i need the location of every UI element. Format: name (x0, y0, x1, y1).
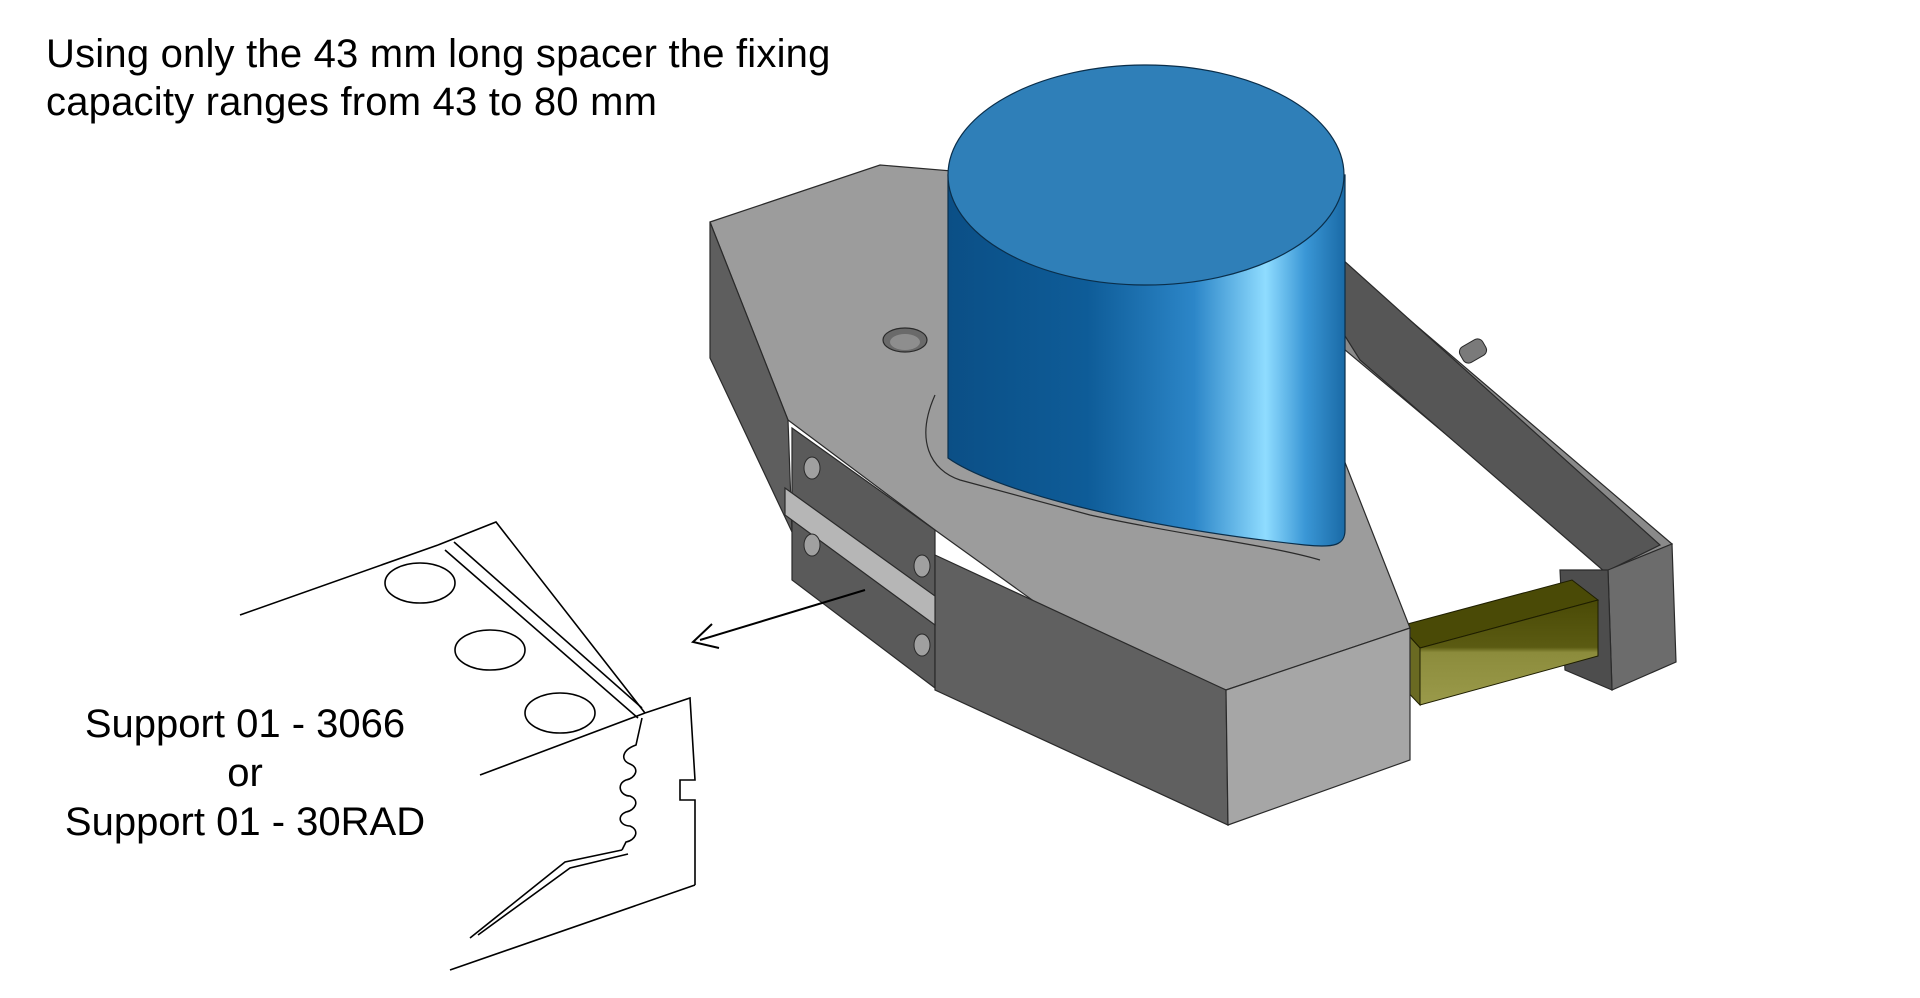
support-front-right (644, 696, 696, 885)
caption: Using only the 43 mm long spacer the fix… (46, 30, 831, 126)
support-rail-lip (444, 549, 639, 719)
spacer-bar (1399, 579, 1600, 707)
caption-line-2: capacity ranges from 43 to 80 mm (46, 80, 658, 124)
support-label-line-1: Support 01 - 3066 (84, 702, 406, 746)
support-hole-1 (384, 562, 456, 604)
support-label-line-2: or (227, 751, 263, 795)
support-serrations (619, 717, 643, 851)
support-groove (453, 541, 643, 709)
v-cradle (925, 394, 1321, 561)
top-hole-inner (890, 334, 920, 350)
support-hole-2 (454, 629, 526, 671)
spacer-bar-front (1419, 599, 1599, 706)
support-label-line-3: Support 01 - 30RAD (64, 800, 426, 844)
rear-arm-inner-face (1329, 248, 1662, 573)
arrow-head (690, 623, 720, 649)
rear-bolt (1458, 338, 1488, 364)
support-drawing (239, 521, 696, 971)
arrow-shaft (699, 589, 866, 641)
support-jaw (469, 849, 629, 939)
plate-hole-3 (913, 554, 931, 578)
support-front-left (479, 712, 646, 776)
plate-hole-1 (803, 456, 821, 480)
support-rail (437, 521, 646, 714)
cylinder-top (947, 64, 1345, 286)
main-body-end-face (1225, 627, 1411, 826)
caption-line-1: Using only the 43 mm long spacer the fix… (46, 32, 831, 76)
blue-cylinder (947, 64, 1346, 547)
support-hole-3 (524, 692, 596, 734)
rear-arm-end-face (1607, 543, 1677, 691)
support-bottom (449, 884, 696, 971)
pointer-arrow (690, 589, 866, 649)
key-rail (784, 486, 936, 627)
plate-hole-2 (803, 533, 821, 557)
support-top-back-edge (239, 544, 439, 616)
plate-hole-4 (913, 633, 931, 657)
support-label: Support 01 - 3066 or Support 01 - 30RAD (40, 700, 450, 847)
